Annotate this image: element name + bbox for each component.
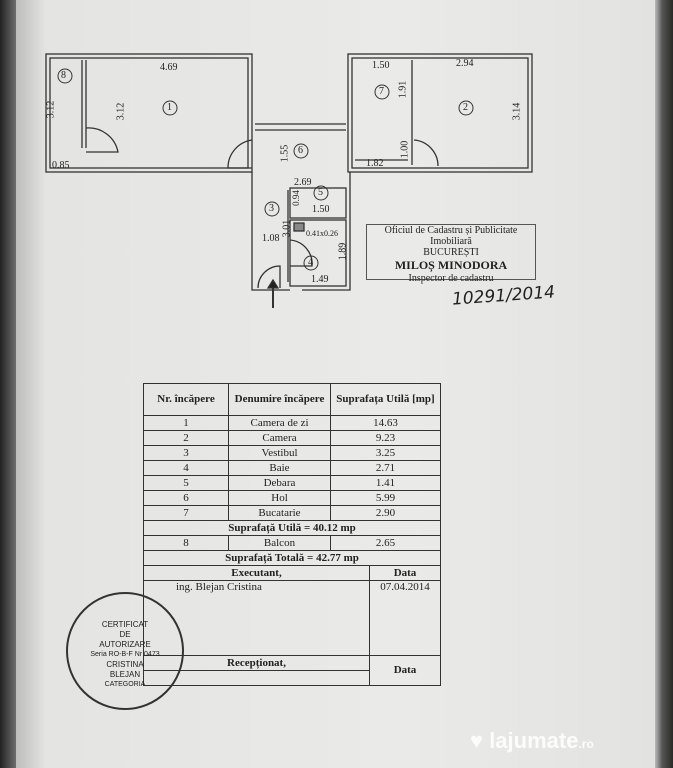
cadastre-inspector-title: Inspector de cadastru (408, 273, 494, 284)
dim-balcony-height: 3.12 (45, 100, 57, 119)
room-label-3: 3 (269, 203, 274, 214)
dim-duct: 0.41x0.26 (306, 229, 338, 238)
room-label-5: 5 (318, 187, 323, 198)
cadastre-office: Oficiul de Cadastru și Publicitate Imobi… (384, 225, 518, 247)
dim-r7-height: 1.91 (397, 80, 409, 99)
date-label: Data (369, 565, 441, 581)
header-name: Denumire încăpere (228, 383, 331, 416)
dim-r3-height: 3.01 (281, 219, 293, 238)
cadastre-stamp: Oficiul de Cadastru și Publicitate Imobi… (366, 224, 536, 284)
dim-r3-width: 1.08 (262, 233, 280, 244)
dim-r2-height: 3.14 (511, 102, 523, 121)
useful-area-total: Suprafață Utilă = 40.12 mp (143, 520, 441, 536)
dim-r4-width: 1.49 (311, 274, 329, 285)
total-area: Suprafață Totală = 42.77 mp (143, 550, 441, 566)
seal-text: Seria RO-B-F Nr 0473 (90, 651, 160, 658)
dim-r5-height: 0.94 (290, 190, 301, 206)
dim-r7-width: 1.50 (372, 60, 390, 71)
page-edge-right (655, 0, 673, 768)
executant-label: Executant, (143, 565, 370, 581)
room-label-7: 7 (379, 86, 384, 97)
dim-balcony-width: 0.85 (52, 160, 70, 171)
authorization-seal: CERTIFICAT DE AUTORIZARE Seria RO-B-F Nr… (66, 592, 184, 710)
room-label-8: 8 (61, 70, 66, 81)
header-area: Suprafața Utilă [mp] (330, 383, 441, 416)
dim-r4-height: 1.89 (337, 242, 349, 261)
seal-text: CATEGORIA (104, 681, 146, 688)
cadastre-inspector-name: MILOȘ MINODORA (394, 258, 508, 272)
date-value: 07.04.2014 (369, 580, 441, 656)
seal-text: DE (119, 630, 131, 639)
dim-r5-width: 1.50 (312, 204, 330, 215)
seal-text: AUTORIZARE (99, 640, 151, 649)
room-label-4: 4 (308, 257, 313, 268)
seal-text: BLEJAN (109, 670, 141, 679)
dim-r1-height: 3.12 (115, 102, 127, 121)
heart-icon: ♥ (470, 728, 490, 753)
room-label-2: 2 (463, 102, 468, 113)
watermark-logo: ♥ lajumate.ro (470, 728, 594, 753)
dim-hol-height: 1.55 (279, 144, 291, 163)
dim-r1-width: 4.69 (160, 62, 178, 73)
room-label-6: 6 (298, 145, 303, 156)
room-label-1: 1 (167, 102, 172, 113)
header-nr: Nr. încăpere (143, 383, 229, 416)
dim-hol-width: 1.82 (366, 158, 384, 169)
date-label-2: Data (369, 655, 441, 686)
page-edge-left (0, 0, 18, 768)
dim-door: 1.00 (399, 140, 411, 159)
dim-r2-width: 2.94 (456, 58, 474, 69)
seal-text: CRISTINA (106, 660, 144, 669)
seal-text: CERTIFICAT (101, 620, 149, 629)
cadastre-city: BUCUREȘTI (423, 247, 479, 258)
dim-r5-top: 2.69 (294, 177, 312, 188)
